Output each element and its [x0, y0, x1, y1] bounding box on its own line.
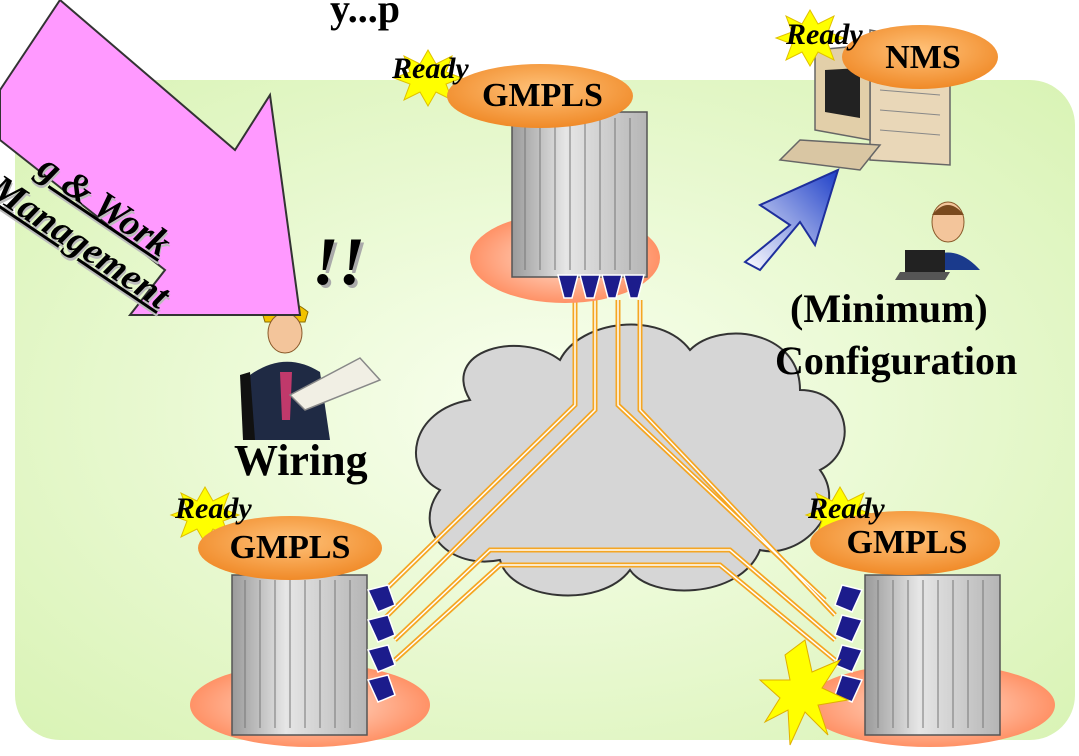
pill-bottom-left	[198, 516, 382, 580]
node-bottom-left-rack	[231, 574, 368, 736]
node-bottom-left-ports	[366, 584, 396, 703]
pill-label-top: GMPLS	[482, 77, 603, 114]
ready-badge-bottom-right: Ready	[808, 492, 885, 525]
node-bottom-left	[190, 574, 430, 747]
configuration-arrow-icon	[743, 168, 840, 272]
configuration-label-line-2: Configuration	[775, 338, 1018, 383]
worker-person-icon	[240, 301, 382, 440]
node-top	[470, 111, 660, 303]
fault-starburst-icon	[758, 639, 850, 746]
exclamation-marks: !!	[312, 223, 365, 299]
title-fragment: y...p	[330, 0, 400, 31]
node-top-ports	[557, 274, 645, 299]
network-cloud	[415, 323, 846, 597]
ready-badge-bottom-left: Ready	[175, 492, 252, 525]
banner-arrow	[0, 0, 302, 316]
configuration-label-line-1: (Minimum)	[790, 286, 988, 331]
ready-badge-top: Ready	[392, 52, 469, 85]
wiring-label: Wiring	[234, 436, 368, 485]
operator-person-icon	[895, 201, 980, 280]
pill-label-bottom-right: GMPLS	[846, 524, 968, 561]
node-bottom-right	[758, 574, 1055, 747]
node-top-rack	[511, 111, 648, 278]
pill-label-bottom-left: GMPLS	[229, 529, 351, 566]
pill-bottom-right	[810, 511, 1000, 575]
node-bottom-right-rack	[864, 574, 1001, 736]
pill-nms	[842, 25, 998, 89]
pill-label-nms: NMS	[885, 39, 961, 76]
node-bottom-right-ports	[834, 584, 864, 703]
pill-top	[447, 64, 633, 128]
ready-badge-nms: Ready	[786, 18, 863, 51]
